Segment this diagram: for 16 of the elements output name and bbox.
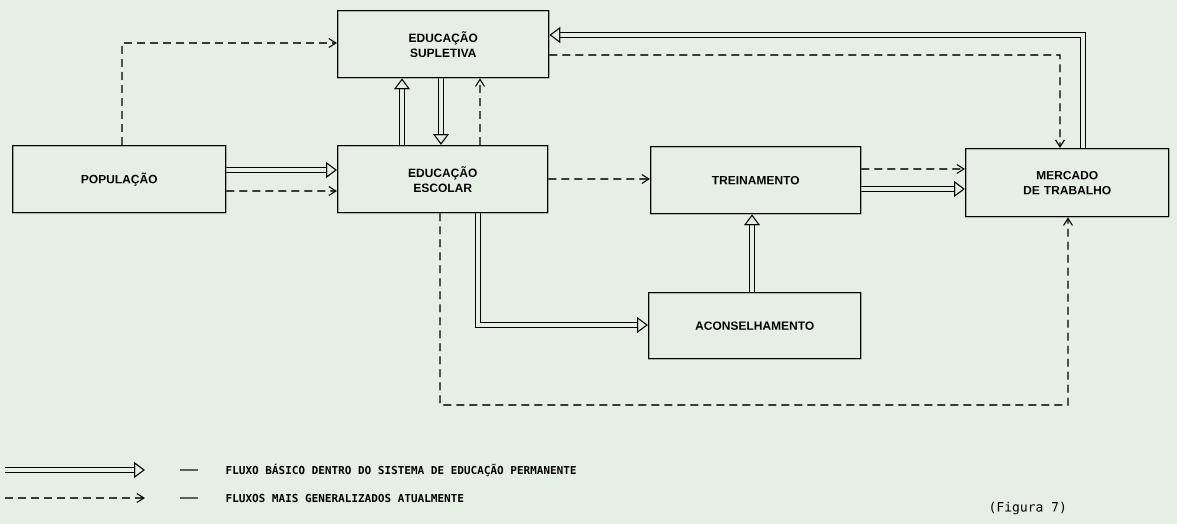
arrow [225,185,337,197]
arrow [547,173,650,185]
legend-text: FLUXOS MAIS GENERALIZADOS ATUALMENTE [226,493,464,503]
arrow [121,37,337,146]
process-box: EDUCAÇÃO ESCOLAR [337,145,549,214]
process-box: EDUCAÇÃO SUPLETIVA [337,10,550,79]
arrow [860,163,965,175]
process-box: POPULAÇÃO [12,145,227,214]
legend-text: FLUXO BÁSICO DENTRO DO SISTEMA DE EDUCAÇÃO PERMANENTE [226,463,576,477]
process-box: ACONSELHAMENTO [648,292,862,360]
arrow [548,54,1066,148]
process-box: MERCADO DE TRABALHO [965,148,1170,218]
caption: (Figura 7) [991,501,1065,515]
process-box: TREINAMENTO [650,146,862,215]
arrow [474,78,486,146]
arrow [439,212,1074,406]
